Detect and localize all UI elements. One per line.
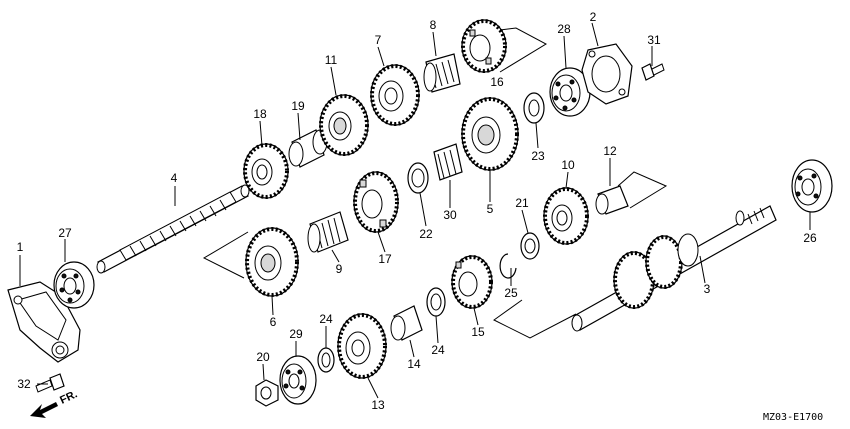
callout-7: 7: [375, 33, 382, 47]
part-29-bearing: [279, 355, 317, 405]
callout-26: 26: [803, 231, 817, 245]
callout-25: 25: [504, 286, 518, 300]
callout-21: 21: [515, 196, 529, 210]
group-brackets: [202, 27, 668, 339]
part-18-gear: [243, 143, 289, 199]
callout-13: 13: [371, 398, 385, 412]
callout-6: 6: [270, 315, 277, 329]
callout-8: 8: [430, 18, 437, 32]
callout-23: 23: [531, 149, 545, 163]
callout-28: 28: [557, 22, 571, 36]
part-10-gear: [543, 187, 589, 245]
part-17-shift-gear: [353, 171, 399, 233]
front-arrow-icon: [30, 402, 58, 418]
part-28-bearing: [549, 67, 591, 117]
callout-11: 11: [325, 53, 338, 67]
part-12-bushing: [595, 185, 629, 215]
callout-12: 12: [603, 144, 617, 158]
part-24-washer-left: [317, 347, 335, 373]
callout-15: 15: [471, 325, 485, 339]
callout-1: 1: [17, 240, 24, 254]
part-27-bearing: [53, 261, 95, 309]
callout-18: 18: [253, 107, 267, 121]
leader-lines: [19, 22, 811, 399]
part-16-gear: [461, 19, 507, 73]
callout-14: 14: [407, 357, 421, 371]
part-20-nut: [255, 379, 279, 407]
part-15-shift-gear: [451, 255, 493, 309]
part-4-main-shaft: [96, 184, 250, 274]
callout-3: 3: [704, 282, 711, 296]
callout-2: 2: [590, 10, 597, 24]
callout-10: 10: [561, 158, 575, 172]
part-25-circlip: [499, 253, 517, 279]
callout-30: 30: [443, 208, 457, 222]
callout-31: 31: [647, 33, 661, 47]
callout-32: 32: [17, 377, 31, 391]
part-3-countershaft: [571, 205, 777, 332]
part-9-splined-bushing: [307, 211, 349, 253]
part-8-needle-bearing: [423, 53, 461, 93]
callout-27: 27: [58, 226, 72, 240]
part-14-bushing: [390, 305, 423, 341]
front-direction-indicator: FR.: [30, 388, 79, 418]
callout-9: 9: [336, 262, 343, 276]
callout-4: 4: [171, 171, 178, 185]
part-7-gear: [370, 64, 420, 126]
callout-5: 5: [487, 202, 494, 216]
callout-24-left: 24: [319, 312, 333, 326]
callout-24-right: 24: [431, 343, 445, 357]
callout-20: 20: [256, 350, 270, 364]
part-5-gear: [461, 97, 519, 171]
callout-16: 16: [490, 75, 504, 89]
part-21-washer: [520, 232, 540, 260]
callout-numbers: 1 2 3 4 5 6 7 8 9 10 11 12 13 14 15 16 1…: [17, 10, 817, 412]
callout-19: 19: [291, 99, 305, 113]
part-32-bolt: [35, 373, 65, 393]
callout-29: 29: [289, 327, 303, 341]
direction-label: FR.: [58, 388, 79, 406]
diagram-code: MZ03-E1700: [763, 412, 823, 423]
part-13-gear: [337, 313, 387, 379]
part-31-bolt: [641, 63, 665, 81]
part-22-washer: [407, 162, 429, 194]
part-11-gear: [319, 94, 369, 156]
part-24-washer-right: [426, 287, 446, 317]
part-30-needle-bearing: [433, 143, 463, 181]
part-23-washer: [523, 92, 545, 124]
part-26-bearing: [791, 159, 833, 213]
part-2-retainer-plate: [581, 43, 633, 105]
callout-17: 17: [378, 252, 392, 266]
callout-22: 22: [419, 227, 433, 241]
part-6-gear: [245, 227, 299, 297]
